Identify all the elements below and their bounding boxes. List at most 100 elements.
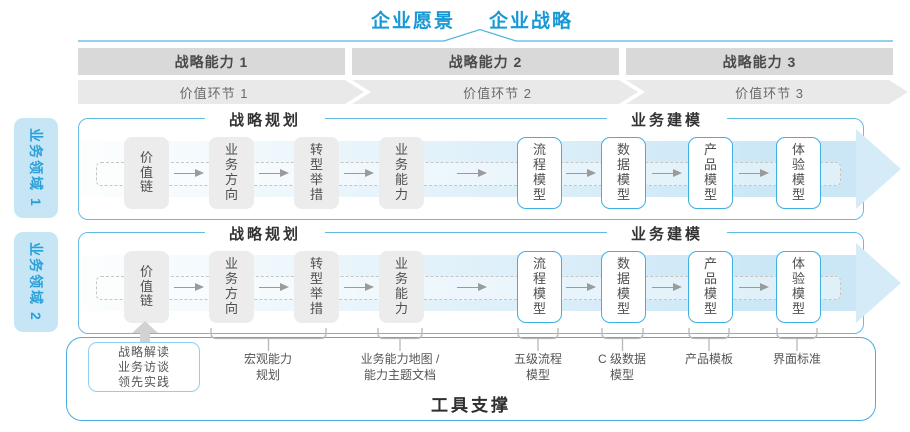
box-label: 产品模型 (703, 142, 717, 202)
box-business-capability: 业务能力 (379, 137, 424, 209)
practice-line: 战略解读 (117, 344, 170, 359)
box-label: 业务能力 (394, 256, 408, 316)
box-data-model: 数据模型 (601, 137, 646, 209)
box-value-chain: 价值链 (124, 251, 169, 323)
annotation-line: 五级流程 (513, 352, 563, 366)
capability-bar-label: 战略能力 3 (722, 53, 797, 70)
box-process-model: 流程模型 (517, 251, 562, 323)
flow-arrowhead-icon (856, 243, 901, 323)
capability-bar-2: 战略能力 2 (352, 48, 619, 75)
box-business-direction: 业务方向 (209, 137, 254, 209)
box-label: 价值链 (139, 263, 153, 309)
up-arrow-icon (140, 333, 150, 345)
box-data-model: 数据模型 (601, 251, 646, 323)
annotation-ui-standard: 界面标准 (773, 352, 821, 368)
modeling-header: 业务建模 (606, 223, 728, 244)
annotation-process-model: 五级流程 模型 (514, 352, 562, 383)
capability-bar-1: 战略能力 1 (78, 48, 345, 75)
annotation-capability-map: 业务能力地图 / 能力主题文档 (361, 352, 440, 383)
annotation-line: 宏观能力 (243, 352, 293, 366)
right-arrow-icon (652, 169, 682, 178)
box-business-capability: 业务能力 (379, 251, 424, 323)
planning-header: 战略规划 (204, 223, 326, 244)
right-arrow-icon (344, 283, 374, 292)
box-process-model: 流程模型 (517, 137, 562, 209)
diagram-title: 企业愿景 企业战略 (0, 6, 910, 33)
annotation-line: 模型 (525, 367, 551, 382)
right-arrow-icon (739, 283, 769, 292)
box-label: 体验模型 (791, 142, 805, 202)
practice-line: 业务访谈 (117, 359, 170, 374)
box-transformation-initiatives: 转型举措 (294, 137, 339, 209)
box-label: 数据模型 (616, 256, 630, 316)
capability-bar-label: 战略能力 1 (174, 53, 249, 70)
right-arrow-icon (259, 283, 289, 292)
box-label: 流程模型 (532, 142, 546, 202)
up-arrow-icon (132, 321, 158, 333)
planning-header: 战略规划 (204, 109, 326, 130)
box-label: 体验模型 (791, 256, 805, 316)
capability-bar-label: 战略能力 2 (448, 53, 523, 70)
box-label: 价值链 (139, 149, 153, 195)
annotation-macro-capability: 宏观能力 规划 (244, 352, 292, 383)
domain-label: 业务领域 2 (28, 242, 44, 322)
annotation-line: C 级数据 (597, 352, 647, 366)
practice-line: 领先实践 (117, 374, 170, 389)
box-experience-model: 体验模型 (776, 137, 821, 209)
box-label: 业务能力 (394, 142, 408, 202)
modeling-header: 业务建模 (606, 109, 728, 130)
bracket-connector (210, 328, 327, 351)
value-link-1: 价值环节 1 (78, 80, 364, 104)
value-link-label: 价值环节 1 (179, 85, 249, 101)
strategy-title: 企业战略 (489, 11, 574, 32)
bracket-connector (601, 328, 644, 351)
annotation-line: 能力主题文档 (363, 367, 437, 382)
practice-box: 战略解读 业务访谈 领先实践 (88, 342, 200, 392)
bracket-connector (377, 328, 423, 351)
value-link-label: 价值环节 2 (463, 85, 532, 101)
sidebar-item-domain-1: 业务领域 1 (14, 118, 58, 218)
box-business-direction: 业务方向 (209, 251, 254, 323)
annotation-product-template: 产品模板 (685, 352, 733, 368)
box-label: 转型举措 (309, 142, 323, 202)
tool-support-label: 工具支撑 (431, 396, 511, 415)
annotation-line: 模型 (609, 367, 635, 382)
capability-bar-3: 战略能力 3 (626, 48, 893, 75)
sidebar-item-domain-2: 业务领域 2 (14, 232, 58, 332)
value-link-2: 价值环节 2 (352, 80, 638, 104)
annotation-line: 界面标准 (772, 352, 822, 366)
annotation-data-model: C 级数据 模型 (598, 352, 646, 383)
box-product-model: 产品模型 (688, 251, 733, 323)
right-arrow-icon (566, 283, 596, 292)
right-arrow-icon (457, 169, 487, 178)
box-label: 业务方向 (224, 142, 238, 202)
box-value-chain: 价值链 (124, 137, 169, 209)
bracket-connector (776, 328, 818, 351)
value-link-3: 价值环节 3 (626, 80, 908, 104)
domain-row-2: 战略规划 业务建模 价值链 业务方向 转型举措 业务能力 流程模型 数据模型 产… (78, 223, 901, 334)
right-arrow-icon (652, 283, 682, 292)
right-arrow-icon (344, 169, 374, 178)
domain-label: 业务领域 1 (28, 128, 44, 208)
annotation-line: 业务能力地图 / (360, 352, 440, 366)
right-arrow-icon (566, 169, 596, 178)
box-product-model: 产品模型 (688, 137, 733, 209)
box-label: 业务方向 (224, 256, 238, 316)
bracket-connector (688, 328, 730, 351)
value-link-label: 价值环节 3 (735, 85, 804, 101)
divider-line (78, 28, 893, 42)
bracket-connector (517, 328, 559, 351)
domain-row-1: 战略规划 业务建模 价值链 业务方向 转型举措 业务能力 流程模型 数据模型 产… (78, 109, 901, 220)
right-arrow-icon (174, 283, 204, 292)
annotation-line: 产品模板 (684, 352, 734, 366)
box-label: 数据模型 (616, 142, 630, 202)
tool-support-container: 工具支撑 (66, 337, 876, 421)
box-label: 流程模型 (532, 256, 546, 316)
right-arrow-icon (174, 169, 204, 178)
vision-title: 企业愿景 (370, 11, 455, 32)
box-label: 产品模型 (703, 256, 717, 316)
box-label: 转型举措 (309, 256, 323, 316)
flow-arrowhead-icon (856, 129, 901, 209)
right-arrow-icon (457, 283, 487, 292)
